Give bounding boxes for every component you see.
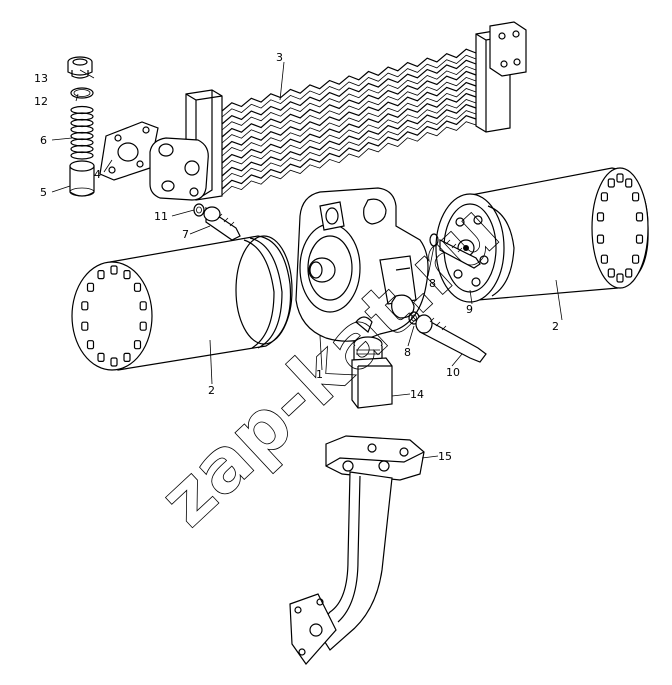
cooler-tube-edge xyxy=(221,99,477,170)
knurl-mark xyxy=(596,234,605,244)
knurl-mark xyxy=(635,212,644,222)
cooler-tube xyxy=(221,92,477,164)
knurl-mark xyxy=(133,282,142,292)
callout-15: 15 xyxy=(438,450,452,463)
cooler-tube-edge xyxy=(221,88,477,157)
callout-8-upper: 8 xyxy=(429,277,436,290)
oil-filter-right-part-2 xyxy=(435,167,649,303)
bolt-upper-right xyxy=(439,239,481,269)
knurl-mark xyxy=(631,192,640,202)
knurl-mark xyxy=(596,212,605,222)
callout-9: 9 xyxy=(466,303,473,316)
knurl-mark xyxy=(86,282,95,292)
oil-filter-left-part-2 xyxy=(71,235,293,371)
knurl-mark xyxy=(110,265,118,275)
callout-10: 10 xyxy=(446,366,460,379)
callout-12: 12 xyxy=(34,95,48,108)
knurl-mark xyxy=(607,268,615,278)
knurl-mark xyxy=(86,340,95,350)
washer-part-11 xyxy=(193,203,205,217)
cooler-tube-edge xyxy=(221,121,477,196)
knurl-mark xyxy=(631,254,640,264)
leader-lines xyxy=(51,61,563,459)
callout-2-left: 2 xyxy=(208,384,215,397)
knurl-mark xyxy=(607,178,615,188)
knurl-mark xyxy=(616,173,624,183)
callout-6: 6 xyxy=(40,134,47,147)
cooler-tube xyxy=(221,103,477,177)
knurl-mark xyxy=(625,178,633,188)
cooler-tube-edge xyxy=(221,110,477,183)
knurl-mark xyxy=(616,273,624,283)
knurl-mark xyxy=(139,301,147,311)
bolt-part-7 xyxy=(203,206,241,241)
knurl-mark xyxy=(625,268,633,278)
fitting-part-14 xyxy=(351,336,393,409)
callout-4: 4 xyxy=(94,168,101,181)
bolt-part-10 xyxy=(415,314,487,363)
knurl-mark xyxy=(110,357,118,367)
callout-5: 5 xyxy=(40,186,47,199)
knurl-mark xyxy=(97,352,105,362)
knurl-mark xyxy=(81,301,89,311)
callout-11: 11 xyxy=(154,210,168,223)
cooler-tube-edge xyxy=(221,65,477,131)
cooler-tube-edge xyxy=(221,54,477,118)
gasket-part-4 xyxy=(99,121,159,181)
oil-cooler-part-3 xyxy=(185,21,527,201)
knurl-mark xyxy=(600,192,609,202)
knurl-mark xyxy=(123,270,131,280)
cooler-tube-edge xyxy=(221,76,477,144)
callout-8-lower: 8 xyxy=(404,346,411,359)
pipe-part-15 xyxy=(289,435,425,665)
callout-labels: 3 13 12 6 4 5 11 7 2 2 8 9 8 10 1 14 15 xyxy=(34,51,559,463)
knurl-mark xyxy=(635,234,644,244)
knurl-mark xyxy=(81,321,89,331)
callout-7: 7 xyxy=(182,228,189,241)
cooler-tube xyxy=(221,115,477,190)
knurl-mark xyxy=(123,352,131,362)
knurl-mark xyxy=(97,270,105,280)
relief-valve-parts xyxy=(67,56,95,197)
callout-14: 14 xyxy=(410,388,424,401)
spring-coil xyxy=(70,151,94,160)
filter-head-part-1 xyxy=(295,187,429,342)
cooler-tube xyxy=(221,81,477,151)
callout-3: 3 xyxy=(276,51,283,64)
knurl-mark xyxy=(139,321,147,331)
knurl-mark xyxy=(600,254,609,264)
knurl-mark xyxy=(133,340,142,350)
pump-block xyxy=(149,137,209,201)
callout-2-right: 2 xyxy=(552,320,559,333)
cooler-tube xyxy=(221,70,477,138)
cooler-tube xyxy=(221,48,477,112)
callout-1: 1 xyxy=(316,368,323,381)
cooler-tube xyxy=(221,59,477,125)
callout-13: 13 xyxy=(34,72,48,85)
